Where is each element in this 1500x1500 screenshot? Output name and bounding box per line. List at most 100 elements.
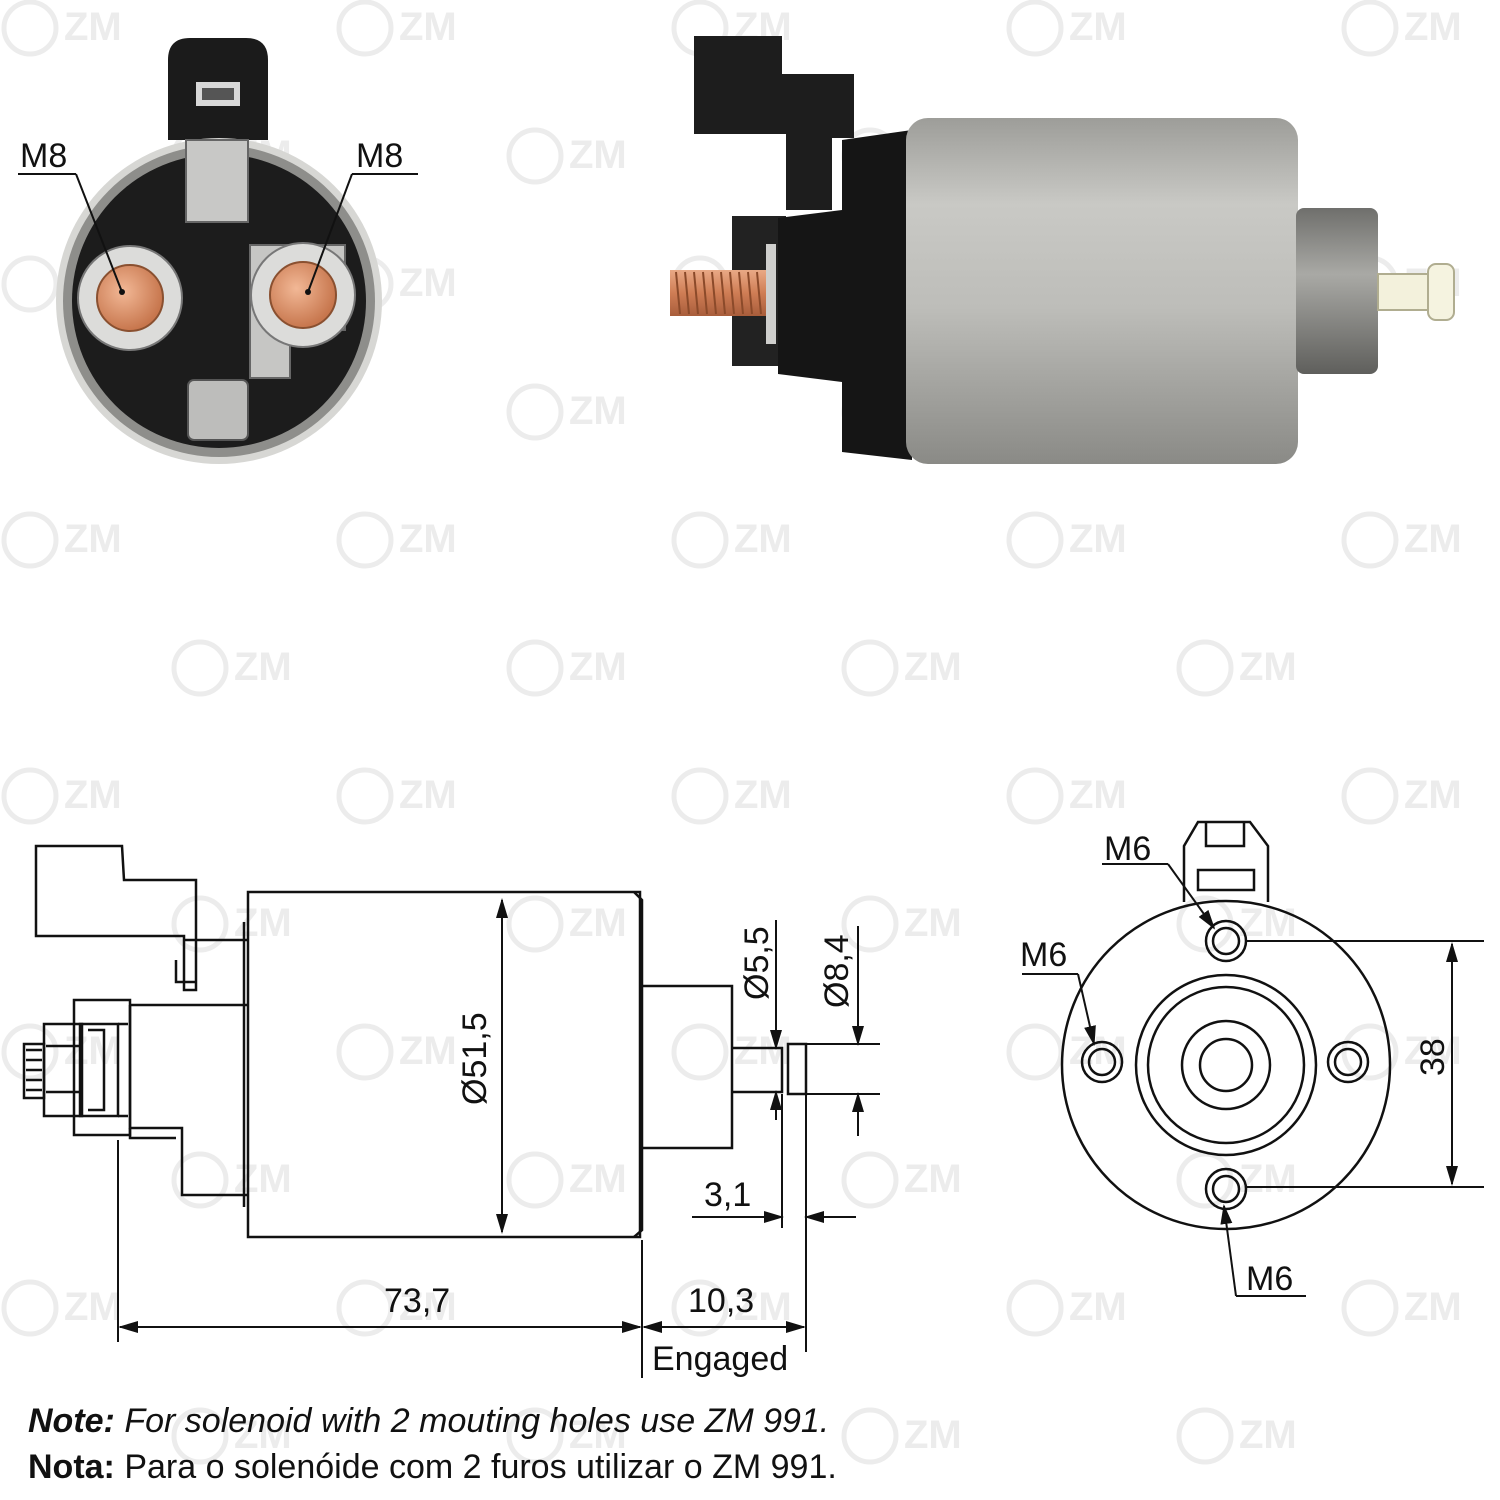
watermark-logo [1341,1023,1399,1081]
watermark-logo [1176,1151,1234,1209]
watermark-logo [1176,895,1234,953]
dim-engaged-label: Engaged [652,1340,788,1378]
watermark-text: ZM [64,517,122,561]
watermark-text: ZM [1069,5,1127,49]
watermark-logo [506,127,564,185]
end-outer-circle [1060,899,1392,1231]
watermark-logo [336,0,394,57]
watermark-text: ZM [1404,517,1462,561]
watermark-logo [171,1151,229,1209]
watermark-logo [671,767,729,825]
watermark-text: ZM [399,1029,457,1073]
drawing-side-view [22,844,808,1239]
watermark-text: ZM [1069,517,1127,561]
stud-thread [756,271,762,315]
watermark-logo [506,639,564,697]
watermark-logo [671,1279,729,1337]
watermark-text: ZM [569,133,627,177]
watermark-logo [841,1151,899,1209]
watermark-text: ZM [734,517,792,561]
watermark-text: ZM [904,901,962,945]
note-portuguese-label: Nota: [28,1448,115,1486]
dim-length-engaged: 10,3 [688,1282,754,1320]
watermark-text: ZM [399,773,457,817]
watermark-text: ZM [904,645,962,689]
watermark-logo [1341,0,1399,57]
photo-end-view: M8 M8 [18,38,418,464]
terminal-strap-bottom [187,379,249,441]
watermark-logo [1006,0,1064,57]
watermark-logo [841,639,899,697]
watermark-text: ZM [234,901,292,945]
dim-length-body: 73,7 [384,1282,450,1320]
watermark-text: ZM [1239,645,1297,689]
stud-thread [684,271,690,315]
label-m8-left: M8 [20,137,67,175]
note-portuguese-text: Para o solenóide com 2 furos utilizar o … [114,1448,837,1486]
watermark-logo [336,767,394,825]
drawing-side-dimensions [117,898,880,1378]
watermark-logo [336,1023,394,1081]
dim-diameter-body: Ø51,5 [456,1012,494,1105]
photo-side-view [670,36,1455,464]
stud-thread [720,271,726,315]
watermark-text: ZM [64,1285,122,1329]
watermark-text: ZM [569,389,627,433]
watermark-text: ZM [1239,1157,1297,1201]
watermark-logo [171,639,229,697]
watermark-logo [506,895,564,953]
watermark-text: ZM [234,1413,292,1457]
watermark-logo [506,383,564,441]
watermark-logo [1,0,59,57]
stud-thread [711,271,717,315]
watermark-logo [1006,1279,1064,1337]
hole-left [1080,1040,1124,1084]
label-m6-left: M6 [1020,936,1067,974]
watermark-text: ZM [1069,1285,1127,1329]
watermark-logo [1006,767,1064,825]
note-portuguese: Nota: Para o solenóide com 2 furos utili… [28,1444,1468,1490]
watermark-logo [841,895,899,953]
end-cap-black [778,130,912,460]
dim-diameter-pin: Ø5,5 [738,926,776,1000]
watermark-text: ZM [1404,1285,1462,1329]
stud-thread [702,271,708,315]
watermark-logo [1,767,59,825]
terminal-copper-left [96,264,164,332]
notes: Note: For solenoid with 2 mouting holes … [28,1398,1468,1490]
watermark-logo [336,1279,394,1337]
watermark-logo [1,511,59,569]
note-english: Note: For solenoid with 2 mouting holes … [28,1398,1468,1444]
watermark-text: ZM [569,645,627,689]
watermark-text: ZM [1404,773,1462,817]
drawing-body [246,890,642,1239]
watermark-text: ZM [64,773,122,817]
note-english-label: Note: [28,1402,115,1440]
label-m6-top: M6 [1104,830,1151,868]
watermark-logo [506,1407,564,1465]
watermark-logo [1,1279,59,1337]
watermark-text: ZM [904,1157,962,1201]
watermark-text: ZM [64,5,122,49]
watermark-text: ZM [1404,5,1462,49]
watermark-logo [1006,511,1064,569]
watermark-text: ZM [399,5,457,49]
watermark-logo [671,511,729,569]
plunger-cap [1296,208,1378,374]
stud-thread [693,271,699,315]
watermark-logo [171,1407,229,1465]
watermark-logo [506,1151,564,1209]
drawing-end-view [1060,820,1392,1231]
stud-thread [738,271,744,315]
dim-stroke: 3,1 [704,1176,751,1214]
stud-thread [675,271,681,315]
drawing-end-dimensions [1022,863,1484,1297]
watermark-logo [841,1407,899,1465]
watermark-text: ZM [1069,1029,1127,1073]
watermark-text: ZM [234,645,292,689]
watermark-logo [1176,639,1234,697]
watermark-text: ZM [904,1413,962,1457]
terminal-copper-right [269,261,337,329]
plunger-tip [1377,273,1435,311]
